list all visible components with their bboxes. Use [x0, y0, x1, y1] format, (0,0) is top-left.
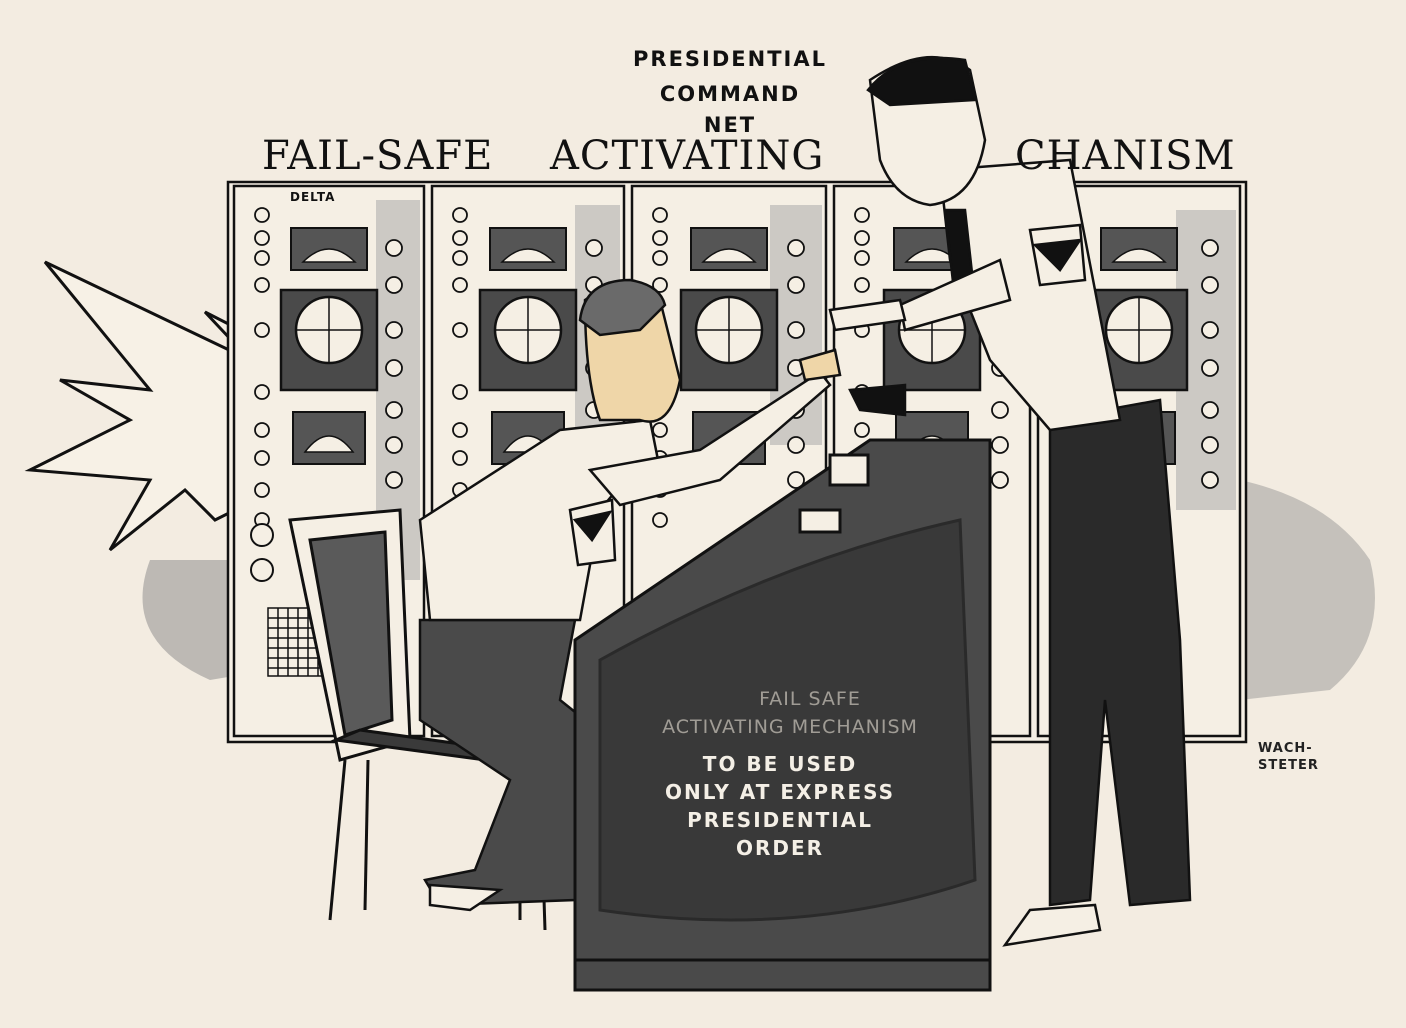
meter-gauge-icon: [500, 248, 556, 263]
seated-airman: [418, 278, 842, 912]
header-line-1: PRESIDENTIAL: [633, 47, 827, 71]
header-line-2: COMMAND: [659, 82, 801, 106]
knob-icon: [1201, 471, 1219, 489]
knob-icon: [385, 401, 403, 419]
standing-airman: [828, 55, 1192, 947]
knob-icon: [1201, 359, 1219, 377]
knob-icon: [854, 422, 870, 438]
knob-icon: [452, 322, 468, 338]
knob-icon: [787, 276, 805, 294]
knob-icon: [854, 250, 870, 266]
knob-icon: [1201, 276, 1219, 294]
knob-icon: [385, 239, 403, 257]
knob-icon: [254, 384, 270, 400]
knob-icon: [254, 482, 270, 498]
knob-icon: [254, 422, 270, 438]
knob-icon: [452, 422, 468, 438]
console-faded-line-2: ACTIVATING MECHANISM: [662, 716, 918, 738]
knob-icon: [1201, 436, 1219, 454]
knob-icon: [854, 277, 870, 293]
knob-icon: [787, 436, 805, 454]
knob-icon: [385, 471, 403, 489]
knob-icon: [452, 250, 468, 266]
knob-icon: [254, 250, 270, 266]
console-warning-line-3: PRESIDENTIAL: [687, 808, 873, 832]
knob-icon: [254, 277, 270, 293]
console-warning-line-1: TO BE USED: [702, 752, 858, 776]
knob-icon: [652, 512, 668, 528]
knob-icon: [254, 322, 270, 338]
banner-word-2: ACTIVATING: [550, 133, 825, 179]
knob-icon: [385, 436, 403, 454]
artist-signature-line-1: WACH-: [1258, 741, 1313, 756]
knob-icon: [991, 401, 1009, 419]
knob-icon: [1201, 321, 1219, 339]
knob-icon: [452, 384, 468, 400]
console-desk: [573, 438, 992, 992]
meter-gauge-icon: [701, 248, 757, 263]
knob-icon: [991, 436, 1009, 454]
knob-icon: [452, 207, 468, 223]
meter-gauge-icon: [301, 248, 357, 263]
console-faded-line-1: FAIL SAFE: [759, 688, 861, 710]
knob-icon: [787, 321, 805, 339]
console-warning-line-2: ONLY AT EXPRESS: [664, 780, 896, 804]
banner-word-1: FAIL-SAFE: [262, 133, 494, 179]
knob-icon: [854, 207, 870, 223]
console-warning-line-4: ORDER: [735, 836, 825, 860]
knob-icon: [385, 276, 403, 294]
meter-frame: [690, 227, 768, 271]
knob-icon: [1201, 239, 1219, 257]
knob-icon: [452, 277, 468, 293]
knob-icon: [250, 558, 274, 582]
knob-icon: [652, 277, 668, 293]
knob-icon: [585, 239, 603, 257]
knob-icon: [250, 523, 274, 547]
knob-icon: [787, 471, 805, 489]
knob-icon: [254, 450, 270, 466]
knob-icon: [652, 230, 668, 246]
banner-word-3: CHANISM: [1015, 133, 1236, 179]
knob-icon: [991, 471, 1009, 489]
knob-icon: [787, 239, 805, 257]
knob-icon: [1201, 401, 1219, 419]
knob-icon: [254, 207, 270, 223]
knob-icon: [652, 422, 668, 438]
meter-gauge-icon: [1111, 248, 1167, 263]
knob-icon: [854, 230, 870, 246]
header-line-3: NET: [703, 113, 757, 137]
knob-icon: [385, 359, 403, 377]
knob-icon: [452, 230, 468, 246]
knob-icon: [254, 230, 270, 246]
knob-icon: [452, 450, 468, 466]
knob-icon: [385, 321, 403, 339]
knob-icon: [652, 250, 668, 266]
artist-signature-line-2: STETER: [1258, 758, 1319, 773]
panel-label: DELTA: [290, 190, 336, 204]
meter-gauge-icon: [303, 435, 355, 453]
knob-icon: [652, 207, 668, 223]
